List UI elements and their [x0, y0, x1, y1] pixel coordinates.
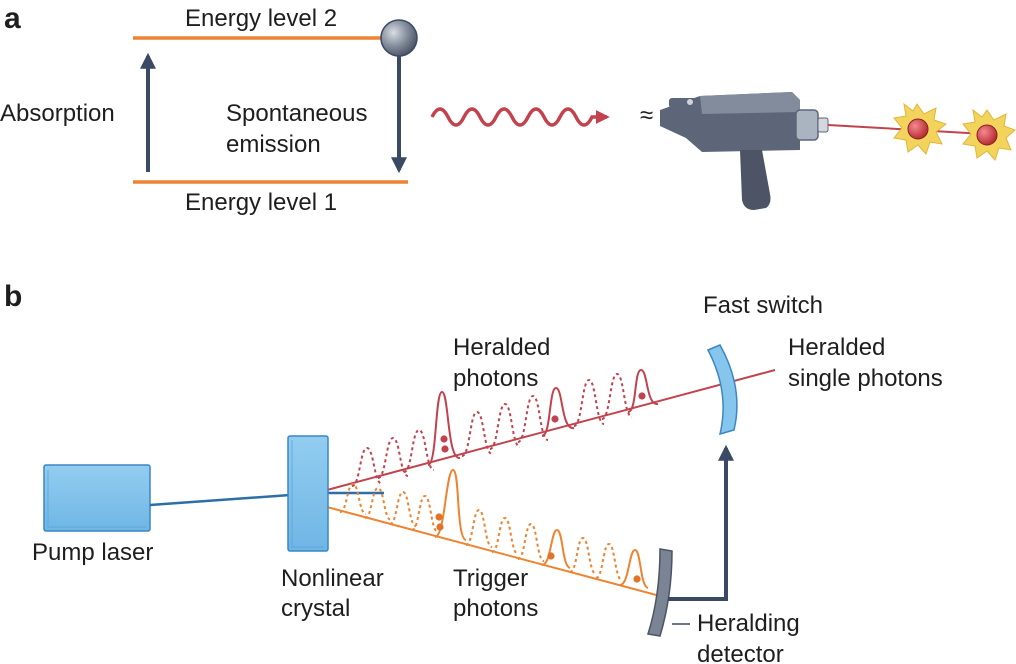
energy-level-1-label: Energy level 1 [185, 189, 337, 216]
emitted-photon-wave [430, 107, 610, 127]
photon-gun-icon [660, 92, 829, 210]
panel-b-label: b [4, 280, 22, 313]
nonlinear-crystal-box [287, 435, 329, 552]
pump-laser-label: Pump laser [32, 539, 153, 566]
heralded-photon-beam [326, 369, 776, 491]
spontaneous-label: Spontaneous [226, 100, 367, 127]
trigger-photon-dots [435, 513, 641, 583]
nonlinear-crystal-label-2: crystal [281, 595, 350, 622]
absorption-label: Absorption [0, 100, 115, 127]
fast-switch-label: Fast switch [703, 292, 823, 319]
heralded-photons-label: Heralded [453, 334, 550, 361]
nonlinear-crystal-label: Nonlinear [281, 565, 384, 592]
emission-label: emission [226, 131, 321, 158]
heralded-wavepackets [351, 368, 659, 487]
photon-burst-1-icon [893, 102, 948, 155]
trigger-photons-label-2: photons [453, 595, 538, 622]
panel-a-label: a [4, 2, 21, 35]
heralded-photon-dots [440, 392, 646, 453]
electron-ball [380, 19, 418, 57]
heralding-detector-icon [647, 548, 673, 637]
approx-symbol: ≈ [640, 102, 653, 129]
pump-laser-box [43, 464, 151, 532]
fast-switch-icon [706, 344, 738, 436]
heralding-detector-label: Heralding [697, 610, 800, 637]
detector-signal-arrow [668, 444, 734, 601]
energy-level-2-label: Energy level 2 [185, 5, 337, 32]
heralded-single-label-2: single photons [788, 365, 943, 392]
heralded-single-label: Heralded [788, 334, 885, 361]
heralded-photons-label-2: photons [453, 365, 538, 392]
trigger-photons-label: Trigger [453, 565, 528, 592]
photon-burst-2-icon [962, 108, 1016, 161]
heralding-detector-label-2: detector [697, 641, 784, 664]
pump-beam-line [149, 493, 291, 507]
